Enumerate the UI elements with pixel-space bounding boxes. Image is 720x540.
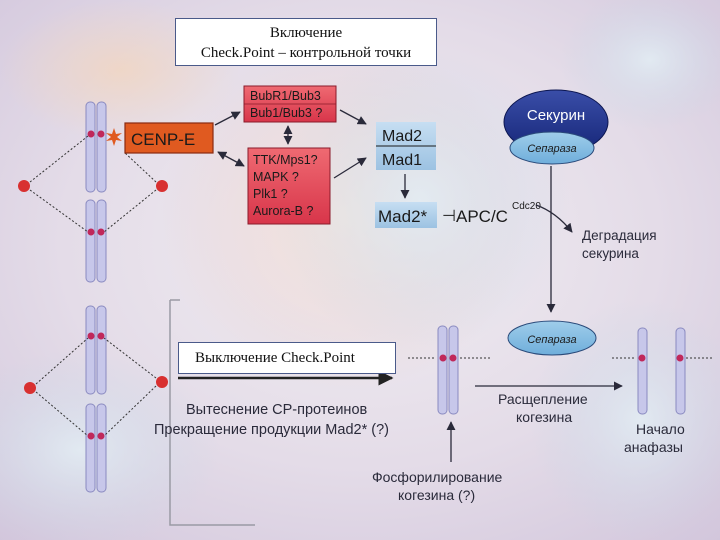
spindle-pole (24, 382, 36, 394)
phospho-label-line1: Фосфорилирование (372, 469, 503, 485)
checkpoint-off-box: Выключение Check.Point (178, 342, 396, 374)
securin-separase-complex: Секурин Сепараза (503, 89, 609, 165)
unattached-kinetochore-icon (106, 128, 122, 146)
mad1-label: Mad1 (382, 152, 422, 169)
bub-box: BubR1/Bub3 Bub1/Bub3 ? (243, 85, 337, 123)
kinase-line-3: Plk1 ? (253, 187, 288, 201)
apc-label: APC/C (456, 207, 508, 226)
free-separase: Сепараза (507, 320, 597, 356)
anaphase-label-line2: анафазы (624, 439, 683, 455)
bub-line-1: BubR1/Bub3 (250, 89, 321, 103)
title-line-2: Check.Point – контрольной точки (200, 45, 412, 61)
kinase-box: TTK/Mps1? MAPK ? Plk1 ? Aurora-B ? (247, 147, 331, 225)
arrow (339, 109, 367, 125)
securin-label: Секурин (527, 107, 585, 124)
mad2-label: Mad2 (382, 128, 422, 145)
separase-label: Сепараза (527, 143, 576, 155)
arrow (214, 111, 241, 126)
kinase-line-2: MAPK ? (253, 170, 299, 184)
spindle-pole (18, 180, 30, 192)
bub-line-2: Bub1/Bub3 ? (250, 106, 322, 120)
inhibit-symbol: ⊣ (442, 208, 456, 225)
chromosome-group-top-left (18, 101, 168, 283)
kinase-line-1: TTK/Mps1? (253, 153, 318, 167)
anaphase-chromatids (612, 327, 712, 415)
checkpoint-off-label: Выключение Check.Point (195, 350, 355, 366)
separator-line (169, 300, 255, 526)
spindle-pole (156, 180, 168, 192)
displacement-label-line2: Прекращение продукции Mad2* (?) (154, 422, 389, 438)
chromosome (85, 101, 107, 193)
displacement-label-line1: Вытеснение CP-протеинов (186, 402, 368, 418)
mad2-mad1-box: Mad2 Mad1 (376, 122, 436, 170)
arrow (535, 204, 573, 233)
phospho-label-line2: когезина (?) (398, 487, 475, 503)
cenp-e-label: CENP-E (131, 130, 195, 149)
metaphase-chromosome (408, 325, 492, 415)
title-box: Включение Check.Point – контрольной точк… (175, 18, 437, 66)
title-line-1: Включение (269, 25, 343, 41)
mad2-star-box: Mad2* (375, 202, 437, 228)
cleavage-label-line1: Расщепление (498, 391, 588, 407)
kinase-line-4: Aurora-B ? (253, 204, 313, 218)
anaphase-label-line1: Начало (636, 421, 685, 437)
spindle-pole (156, 376, 168, 388)
cenp-e-box: CENP-E (124, 122, 214, 154)
free-separase-label: Сепараза (527, 334, 576, 346)
cdc20-label: Cdc20 (512, 201, 541, 212)
chromosome-group-bottom-left (24, 305, 168, 493)
degradation-label-line1: Деградация (582, 228, 657, 243)
chromosome (85, 199, 107, 283)
chromosome (85, 403, 107, 493)
cleavage-label-line2: когезина (516, 409, 572, 425)
arrow (333, 157, 367, 179)
degradation-label-line2: секурина (582, 246, 639, 261)
arrow (217, 151, 245, 167)
chromosome (85, 305, 107, 395)
mad2-star-label: Mad2* (378, 207, 428, 226)
